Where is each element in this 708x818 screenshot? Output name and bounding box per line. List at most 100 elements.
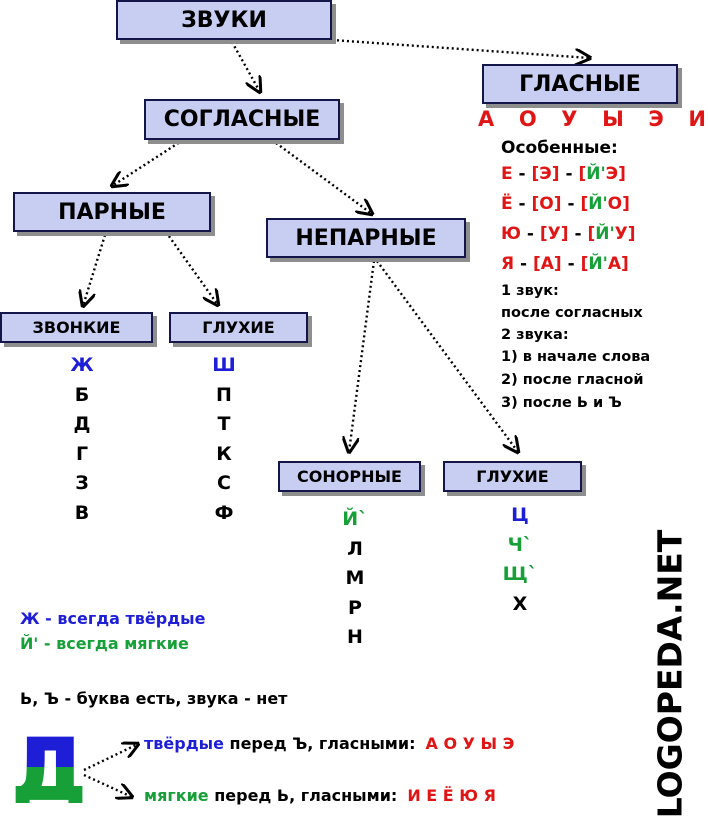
special-row: Я - [А] - [Й'А] [501,254,629,274]
letter: К [216,442,232,465]
hard-vowels: А О У Ы Э [425,734,515,753]
arrow-parnye-gluhie [165,231,218,305]
legend-soft: Й' - всегда мягкие [20,634,189,653]
arrow-zvuki-glasnye [331,38,590,58]
arrow-neparnye-gluhie [376,260,518,452]
vowel-letter: Ы [602,107,624,131]
letter: Ж [70,354,94,376]
node-sonornye: СОНОРНЫЕ [278,461,421,492]
letter: Ф [214,501,234,524]
node-neparnye: НЕПАРНЫЕ [266,218,466,258]
special-heading: Особенные: [501,138,618,158]
vowel-letter: О [518,107,537,131]
bracket: ] [621,254,629,274]
special-sound-1: [А] [533,254,562,274]
dash: - [512,194,532,214]
letter: Ц [511,504,529,526]
special-sound-vowel: У [614,224,628,244]
dash: - [559,164,579,184]
legend-j-letter: Й' [20,634,39,653]
node-gluhie-neparnye: ГЛУХИЕ [443,461,582,492]
arrow-parnye-zvonkie [83,234,107,306]
dash: - [520,224,540,244]
letter: Щ` [502,563,538,585]
special-sound-vowel: О [607,194,623,214]
vowel-letter: У [561,107,578,131]
special-sound-vowel: А [607,254,621,274]
special-note: 1) в начале слова [501,349,651,365]
node-zvonkie: ЗВОНКИЕ [0,312,153,343]
watermark-text: LOGOPEDA.NET [650,529,690,818]
sonornye-letter-column: Й` Л М Р Н [335,505,375,653]
letter: Г [75,442,89,465]
arrow-d-soft [83,773,132,797]
special-sound-1: [О] [531,194,562,214]
node-zvuki: ЗВУКИ [116,0,332,40]
special-note: 2 звука: [501,327,569,343]
bracket: [ [580,194,589,214]
node-soglasnye: СОГЛАСНЫЕ [144,99,340,140]
legend-signs: Ь, Ъ - буква есть, звука - нет [20,689,288,708]
special-note: 1 звук: [501,283,559,299]
watermark: LOGOPEDA.NET [640,530,700,818]
node-parnye: ПАРНЫЕ [13,192,211,232]
special-note: 2) после гласной [501,372,644,388]
special-letter: Ё [501,194,513,214]
special-sound-j: Й' [586,164,606,184]
arrow-d-hard [83,744,138,772]
big-letter-d: Д Д [15,735,83,803]
dash: - [561,194,581,214]
special-row: Е - [Э] - [Й'Э] [501,164,626,184]
letter: В [74,501,90,524]
dash: - [561,254,581,274]
letter: Л [347,537,363,560]
node-gluhie-parnye: ГЛУХИЕ [169,312,308,343]
gluhie-neparnye-letter-column: Ц Ч` Щ` Х [500,501,540,619]
letter: С [217,472,231,494]
letter: Т [217,413,231,435]
arrow-neparnye-sonornye [349,260,376,452]
letter: З [75,472,89,494]
special-row: Ю - [У] - [Й'У] [501,224,636,244]
legend-zh-letter: Ж [20,609,40,628]
special-letter: Е [501,164,513,184]
dash: - [514,254,533,274]
special-sound-j: Й' [588,194,608,214]
bracket: [ [578,164,587,184]
node-glasnye: ГЛАСНЫЕ [482,64,678,104]
soft-rest: перед Ь, гласными: [208,786,398,805]
dash: - [512,164,532,184]
letter: Ш [212,354,236,376]
special-letter: Я [501,254,515,274]
soft-rule: мягкие перед Ь, гласными: И Е Ё Ю Я [144,786,496,805]
bracket: ] [618,164,626,184]
vowel-letter: Э [648,107,664,131]
legend-hard: Ж - всегда твёрдые [20,609,205,628]
special-letter: Ю [501,224,521,244]
special-note: после согласных [501,305,643,321]
hard-rule: твёрдые перед Ъ, гласными: А О У Ы Э [144,734,514,753]
arrow-zvuki-soglasnye [230,41,260,92]
special-sound-1: [Э] [531,164,560,184]
letter: Й` [342,508,368,530]
soft-vowels: И Е Ё Ю Я [407,786,496,805]
vowel-list: А О У Ы Э И [478,107,706,131]
hard-word: твёрдые [144,734,224,753]
letter: Н [347,626,363,648]
special-sound-1: [У] [539,224,569,244]
soft-word: мягкие [144,786,209,805]
arrow-soglasnye-neparnye [271,139,372,214]
special-sound-vowel: Э [605,164,619,184]
vowel-letter: А [478,107,495,131]
letter: Ч` [507,533,533,556]
letter: М [345,567,365,589]
hard-rest: перед Ъ, гласными: [223,734,416,753]
bracket: [ [587,224,596,244]
letter: П [216,383,232,406]
letter: Б [74,383,90,406]
legend-zh-text: - всегда твёрдые [39,609,206,628]
special-sound-j: Й' [595,224,615,244]
bracket: ] [622,194,630,214]
arrow-soglasnye-parnye [112,138,184,186]
